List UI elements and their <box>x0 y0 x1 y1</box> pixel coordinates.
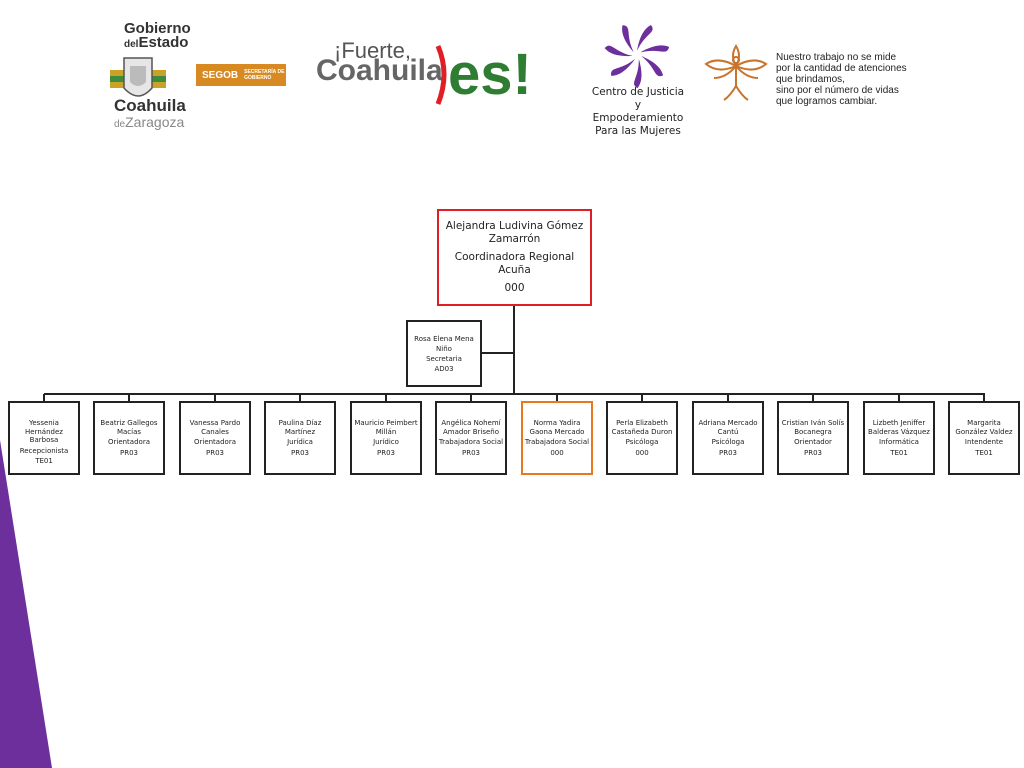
estado-text: delEstado <box>124 34 189 51</box>
staff-name: Yessenia Hernández Barbosa <box>25 419 63 444</box>
staff-role: Psicóloga <box>625 438 659 446</box>
staff-code: PR03 <box>462 448 480 457</box>
staff-name: Beatriz Gallegos Macías <box>100 419 158 436</box>
secretary-code: AD03 <box>434 364 454 373</box>
staff-code: PR03 <box>719 448 737 457</box>
motto-text: Nuestro trabajo no se mide por la cantid… <box>776 52 907 107</box>
coahuila-text: Coahuila <box>114 96 186 115</box>
coahuila-wordmark: Coahuila <box>316 54 443 87</box>
staff-name: Norma Yadira Gaona Mercado <box>529 419 585 436</box>
staff-role: Informática <box>879 438 919 446</box>
staff-role: Orientadora <box>107 438 150 446</box>
staff-code: PR03 <box>120 448 138 457</box>
coordinator-name: Alejandra Ludivina Gómez Zamarrón <box>445 220 584 245</box>
fuerte-text: ¡Fuerte, <box>334 38 412 63</box>
staff-role: Orientador <box>794 438 832 446</box>
staff-code: PR03 <box>291 448 309 457</box>
secretary-role: Secretaria <box>426 354 462 363</box>
staff-code: PR03 <box>804 448 822 457</box>
staff-role: Psicóloga <box>711 438 745 446</box>
staff-name: Margarita González Valdez <box>955 419 1013 436</box>
flower-icon <box>604 25 670 88</box>
staff-name: Mauricio Peimbert Millán <box>354 419 418 436</box>
staff-code: 000 <box>550 448 564 457</box>
motto-logo: Nuestro trabajo no se mide por la cantid… <box>700 38 930 108</box>
staff-role: Jurídica <box>287 438 313 446</box>
coordinator-code: 000 <box>504 282 525 294</box>
es-letters: es! <box>448 42 532 106</box>
staff-role: Orientadora <box>193 438 236 446</box>
state-crest-icon <box>110 57 166 97</box>
fuerte-coahuila-logo: ¡Fuerte, Coahuila es! <box>314 38 554 108</box>
coordinator-node: Alejandra Ludivina Gómez Zamarrón Coordi… <box>437 209 592 306</box>
staff-name: Perla Elizabeth Castañeda Duron <box>611 419 673 436</box>
es-wordmark: es! <box>435 42 532 106</box>
staff-name: Adriana Mercado Cantú <box>698 419 758 436</box>
staff-name: Vanessa Pardo Canales <box>189 419 241 436</box>
lotus-figure-icon <box>704 44 768 101</box>
staff-name: Cristian Iván Solís Bocanegra <box>781 419 845 436</box>
staff-code: PR03 <box>206 448 224 457</box>
centro-justicia-logo: Centro de Justicia y Empoderamiento Para… <box>588 22 688 137</box>
coordinator-role: Coordinadora Regional Acuña <box>454 251 575 276</box>
secretary-name: Rosa Elena Mena Niño <box>414 334 474 353</box>
staff-code: PR03 <box>377 448 395 457</box>
centro-justicia-text: Centro de Justicia y Empoderamiento Para… <box>591 86 685 137</box>
staff-role: Trabajadora Social <box>438 438 504 446</box>
staff-role: Trabajadora Social <box>524 438 590 446</box>
staff-role: Jurídico <box>373 438 399 446</box>
staff-role: Recepcionista <box>19 446 69 455</box>
secretary-node: Rosa Elena Mena Niño Secretaria AD03 <box>406 320 482 387</box>
staff-code: 000 <box>635 448 649 457</box>
staff-code: TE01 <box>890 448 908 457</box>
gobierno-text: Gobierno <box>124 20 191 37</box>
staff-name: Lizbeth Jeniffer Balderas Vázquez <box>868 419 930 436</box>
staff-name: Paulina Díaz Martínez <box>278 419 322 436</box>
staff-code: TE01 <box>975 448 993 457</box>
staff-role: Intendente <box>964 438 1004 446</box>
staff-code: TE01 <box>35 457 53 465</box>
zaragoza-text: deZaragoza <box>114 114 185 130</box>
staff-name: Angélica Nohemí Amador Briseño <box>441 419 501 436</box>
